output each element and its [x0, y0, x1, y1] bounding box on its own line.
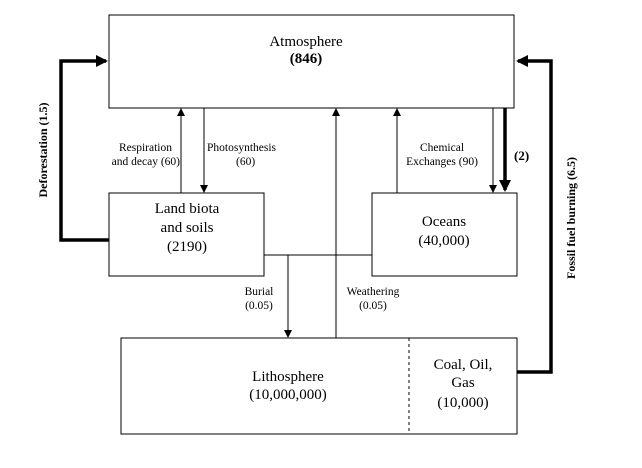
photosynthesis-label-line1: Photosynthesis	[207, 142, 277, 154]
chemical-label-line1: Chemical	[420, 142, 464, 154]
respiration-label-line1: Respiration	[119, 142, 172, 154]
lithosphere-box	[120, 337, 518, 435]
land-value: (2190)	[167, 239, 207, 255]
photosynthesis-label-line2: (60)	[236, 156, 255, 168]
chemical-label-line2: Exchanges (90)	[406, 156, 478, 168]
respiration-label-line2: and decay (60)	[112, 156, 180, 168]
fossil-label-line1: Coal, Oil,	[434, 357, 493, 373]
fossil-value: (10,000)	[437, 395, 488, 411]
atmosphere-value: (846)	[290, 51, 323, 67]
lithosphere-label: Lithosphere	[252, 369, 324, 385]
deforestation-label: Deforestation (1.5)	[36, 102, 50, 197]
land-box	[108, 192, 265, 277]
fossil-label-line2: Gas	[451, 375, 474, 391]
ocean-uptake-label: (2)	[514, 148, 529, 163]
deforestation-arrow	[59, 55, 109, 242]
burial-label-line1: Burial	[245, 286, 274, 298]
fossil-burning-label: Fossil fuel burning (6.5)	[564, 157, 578, 279]
fossil-burning-arrow	[516, 55, 553, 374]
lithosphere-value: (10,000,000)	[249, 387, 327, 403]
weathering-label-line2: (0.05)	[359, 300, 387, 312]
land-label-line2: and soils	[161, 220, 214, 236]
land-label-line1: Land biota	[155, 201, 220, 217]
oceans-box	[371, 192, 518, 277]
oceans-value: (40,000)	[418, 233, 469, 249]
atmosphere-label: Atmosphere	[269, 34, 343, 50]
burial-label-line2: (0.05)	[245, 300, 273, 312]
weathering-label-line1: Weathering	[347, 286, 400, 298]
oceans-label: Oceans	[422, 214, 466, 230]
atmosphere-box	[108, 14, 515, 109]
